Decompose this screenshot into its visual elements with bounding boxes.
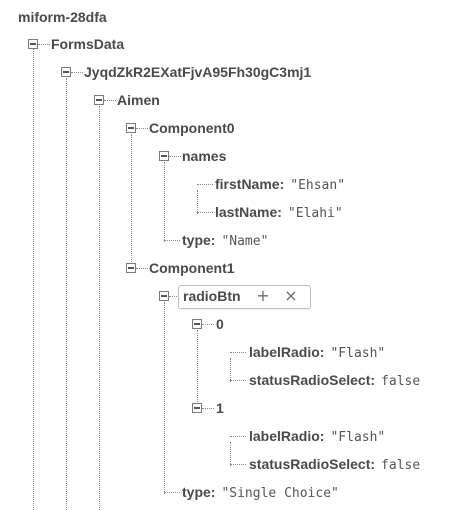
field-value[interactable]: "Name" (221, 234, 269, 249)
node-aimen[interactable]: Aimen (117, 92, 160, 108)
tree-guide-idx1 (230, 442, 231, 466)
connector-component1 (136, 268, 148, 269)
database-root[interactable]: miform-28dfa (18, 9, 107, 25)
node-formsdata[interactable]: FormsData (51, 36, 125, 52)
field-statusradioselect-0[interactable]: statusRadioSelect: false (249, 367, 423, 393)
tree-guide-component0 (164, 162, 165, 242)
tree-guide-aimen (131, 134, 132, 270)
field-type-component1[interactable]: type: "Single Choice" (182, 479, 340, 505)
plus-icon[interactable]: + (256, 286, 270, 305)
minus-square-icon[interactable] (159, 291, 169, 301)
connector-names (169, 156, 181, 157)
minus-square-icon[interactable] (126, 263, 136, 273)
field-firstname[interactable]: firstName: "Ehsan" (215, 171, 415, 197)
node-index-1[interactable]: 1 (216, 400, 224, 416)
field-key: type: (182, 484, 216, 500)
node-names[interactable]: names (182, 148, 227, 164)
minus-square-icon[interactable] (28, 39, 38, 49)
minus-square-icon[interactable] (192, 403, 202, 413)
field-value[interactable]: "Elahi" (287, 206, 343, 221)
node-component1[interactable]: Component1 (149, 260, 235, 276)
minus-square-icon[interactable] (126, 123, 136, 133)
minus-square-icon[interactable] (159, 151, 169, 161)
tree-guide-formsdata (66, 78, 67, 510)
field-key: firstName: (215, 176, 285, 192)
field-value[interactable]: "Single Choice" (221, 486, 339, 501)
tree-guide-root (33, 44, 34, 510)
field-lastname[interactable]: lastName: "Elahi" (215, 199, 415, 225)
connector-status1 (230, 464, 246, 465)
node-uid[interactable]: JyqdZkR2EXatFjvA95Fh30gC3mj1 (84, 64, 312, 80)
node-component0[interactable]: Component0 (149, 120, 235, 136)
connector-labelradio1 (230, 436, 246, 437)
field-labelradio-0[interactable]: labelRadio: "Flash" (249, 339, 423, 365)
connector-uid (71, 72, 83, 73)
field-key: statusRadioSelect: (249, 372, 376, 388)
field-type-component0[interactable]: type: "Name" (182, 227, 382, 253)
field-value[interactable]: false (381, 374, 421, 389)
field-value[interactable]: "Flash" (330, 346, 386, 361)
field-key: statusRadioSelect: (249, 456, 376, 472)
minus-square-icon[interactable] (61, 67, 71, 77)
close-icon[interactable]: × (284, 286, 298, 305)
tree-guide-radiobtn (197, 330, 198, 410)
field-key: labelRadio: (249, 428, 325, 444)
field-value[interactable]: "Ehsan" (290, 178, 346, 193)
connector-component0 (136, 128, 148, 129)
connector-status0 (230, 380, 246, 381)
node-radiobtn[interactable]: radioBtn (183, 288, 241, 304)
field-key: lastName: (215, 204, 282, 220)
connector-formsdata (38, 44, 50, 45)
tree-guide-idx0 (230, 358, 231, 382)
minus-square-icon[interactable] (94, 95, 104, 105)
connector-aimen (104, 100, 116, 101)
field-statusradioselect-1[interactable]: statusRadioSelect: false (249, 451, 423, 477)
field-labelradio-1[interactable]: labelRadio: "Flash" (249, 423, 423, 449)
field-key: labelRadio: (249, 344, 325, 360)
connector-type1 (164, 492, 180, 493)
field-value[interactable]: "Flash" (330, 430, 386, 445)
connector-labelradio0 (230, 352, 246, 353)
connector-radiobtn (169, 296, 179, 297)
connector-idx0 (202, 324, 214, 325)
tree-guide-names (197, 190, 198, 214)
node-edit-box (178, 285, 311, 309)
connector-firstname (197, 184, 213, 185)
field-key: type: (182, 232, 216, 248)
tree-guide-component1 (164, 302, 165, 494)
field-value[interactable]: false (381, 458, 421, 473)
connector-idx1 (202, 408, 214, 409)
connector-type0 (164, 240, 180, 241)
node-index-0[interactable]: 0 (216, 316, 224, 332)
connector-lastname (197, 212, 213, 213)
tree-guide-uid (99, 106, 100, 510)
minus-square-icon[interactable] (192, 319, 202, 329)
